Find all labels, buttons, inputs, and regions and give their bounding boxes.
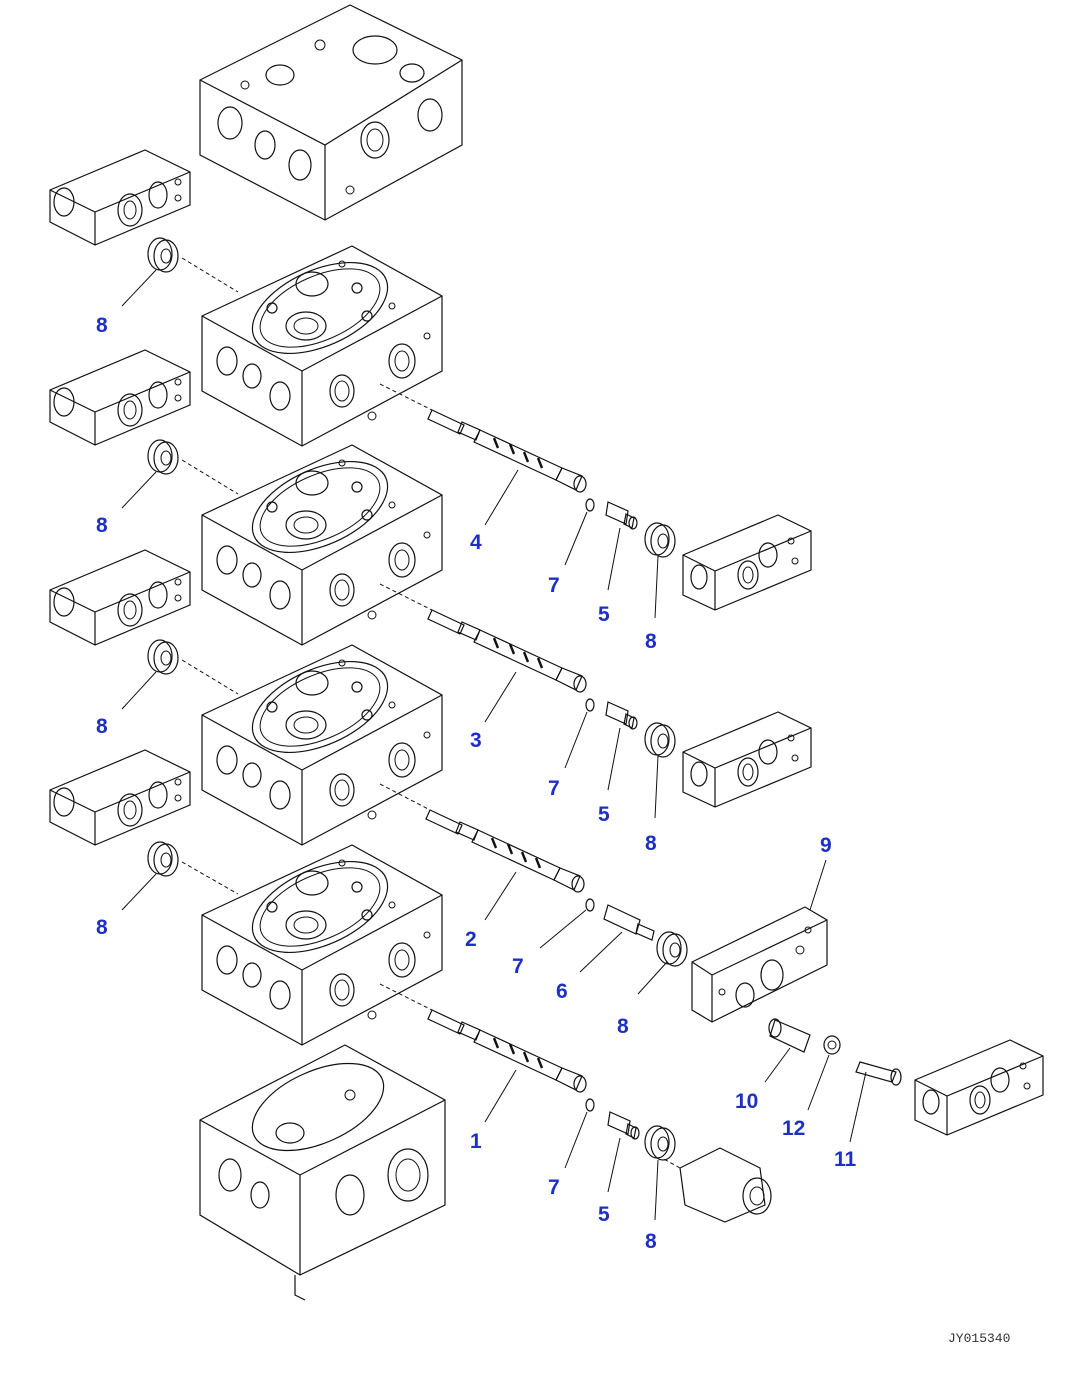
leader-lines (121, 269, 867, 1221)
callout-label: 8 (96, 916, 108, 939)
callout-label: 12 (782, 1117, 805, 1140)
callout-label: 3 (470, 729, 482, 752)
callout-label: 2 (465, 928, 477, 951)
callout-label: 4 (470, 531, 482, 554)
callout-label: 8 (645, 1230, 657, 1253)
callout-label: 5 (598, 603, 610, 626)
callout-label: 10 (735, 1090, 758, 1113)
callout-label: 5 (598, 1203, 610, 1226)
callout-label: 8 (645, 832, 657, 855)
callout-label: 11 (834, 1148, 857, 1171)
callout-label: 7 (512, 955, 524, 978)
callout-label: 7 (548, 1176, 560, 1199)
callout-label: 8 (96, 314, 108, 337)
callout-label: 8 (645, 630, 657, 653)
callout-label: 8 (96, 715, 108, 738)
callout-label: 6 (556, 980, 568, 1003)
callout-label: 8 (96, 514, 108, 537)
callout-label: 9 (820, 834, 832, 857)
callout-label: 5 (598, 803, 610, 826)
callout-label: 7 (548, 777, 560, 800)
drawing-code: JY015340 (948, 1331, 1010, 1346)
callout-label: 8 (617, 1015, 629, 1038)
callout-label: 7 (548, 574, 560, 597)
callout-label: 1 (470, 1130, 482, 1153)
